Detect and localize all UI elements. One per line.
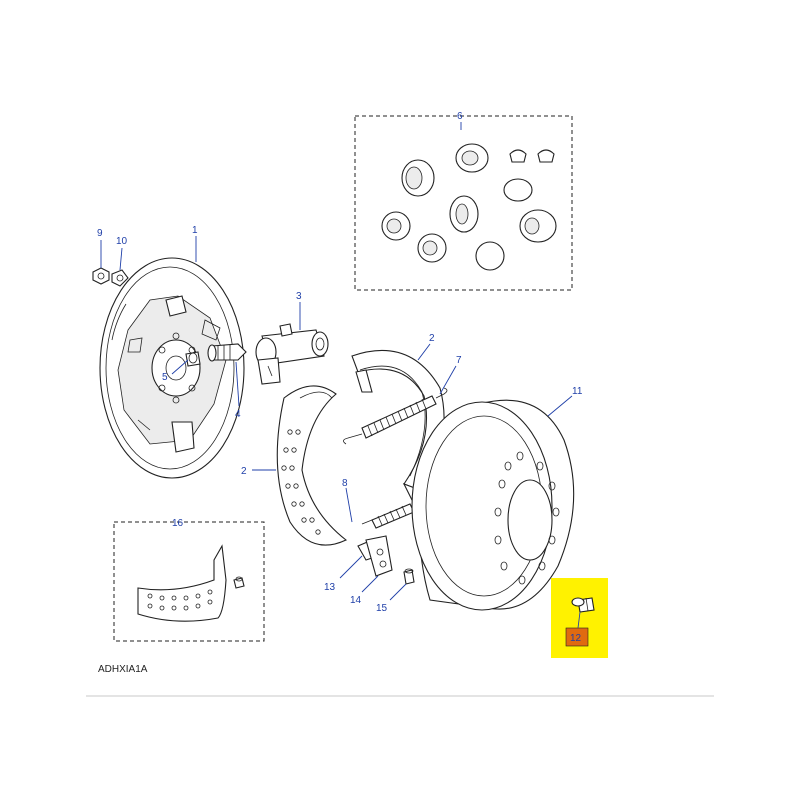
callout-11: 11	[572, 386, 583, 397]
callout-10: 10	[116, 236, 128, 247]
wheel-cylinder[interactable]	[255, 323, 329, 385]
lining-kit-box	[113, 521, 265, 642]
callout-12-label-box	[565, 627, 589, 647]
return-spring-lower[interactable]	[361, 503, 415, 529]
callout-6: 6	[457, 111, 463, 122]
callout-16: 16	[172, 518, 184, 529]
callout-9: 9	[97, 228, 103, 239]
centre-stud[interactable]	[185, 351, 201, 367]
brake-shoe-lower[interactable]	[276, 385, 348, 546]
callouts: 1 9 10 3 6 2 7 11 5 4 2 8 16 13 14 15 12	[97, 111, 583, 644]
leader-lines	[100, 122, 581, 629]
callout-12: 12	[570, 633, 582, 644]
callout-4: 4	[235, 409, 241, 420]
return-spring-upper[interactable]	[343, 387, 448, 445]
repair-kit-box	[354, 115, 573, 291]
repair-kit-parts[interactable]	[381, 143, 557, 271]
adjuster-plate-14[interactable]	[365, 535, 393, 577]
callout-8: 8	[342, 478, 348, 489]
brake-drum[interactable]	[411, 399, 575, 611]
callout-2-upper: 2	[429, 333, 435, 344]
nut-9[interactable]	[92, 267, 110, 285]
pin-15[interactable]	[403, 568, 415, 585]
callout-2-lower: 2	[241, 466, 247, 477]
screw-12[interactable]	[571, 597, 595, 613]
callout-1: 1	[192, 225, 198, 236]
callout-13: 13	[324, 582, 336, 593]
callout-14: 14	[350, 595, 362, 606]
callout-5: 5	[162, 372, 168, 383]
callout-7: 7	[456, 355, 462, 366]
bleed-stud[interactable]	[207, 343, 247, 362]
lining-kit-parts[interactable]	[137, 544, 245, 622]
callout-15: 15	[376, 603, 388, 614]
backing-plate[interactable]	[99, 257, 245, 479]
diagram-code: ADHXIA1A	[98, 664, 148, 675]
callout-3: 3	[296, 291, 302, 302]
washer-10[interactable]	[111, 269, 129, 287]
